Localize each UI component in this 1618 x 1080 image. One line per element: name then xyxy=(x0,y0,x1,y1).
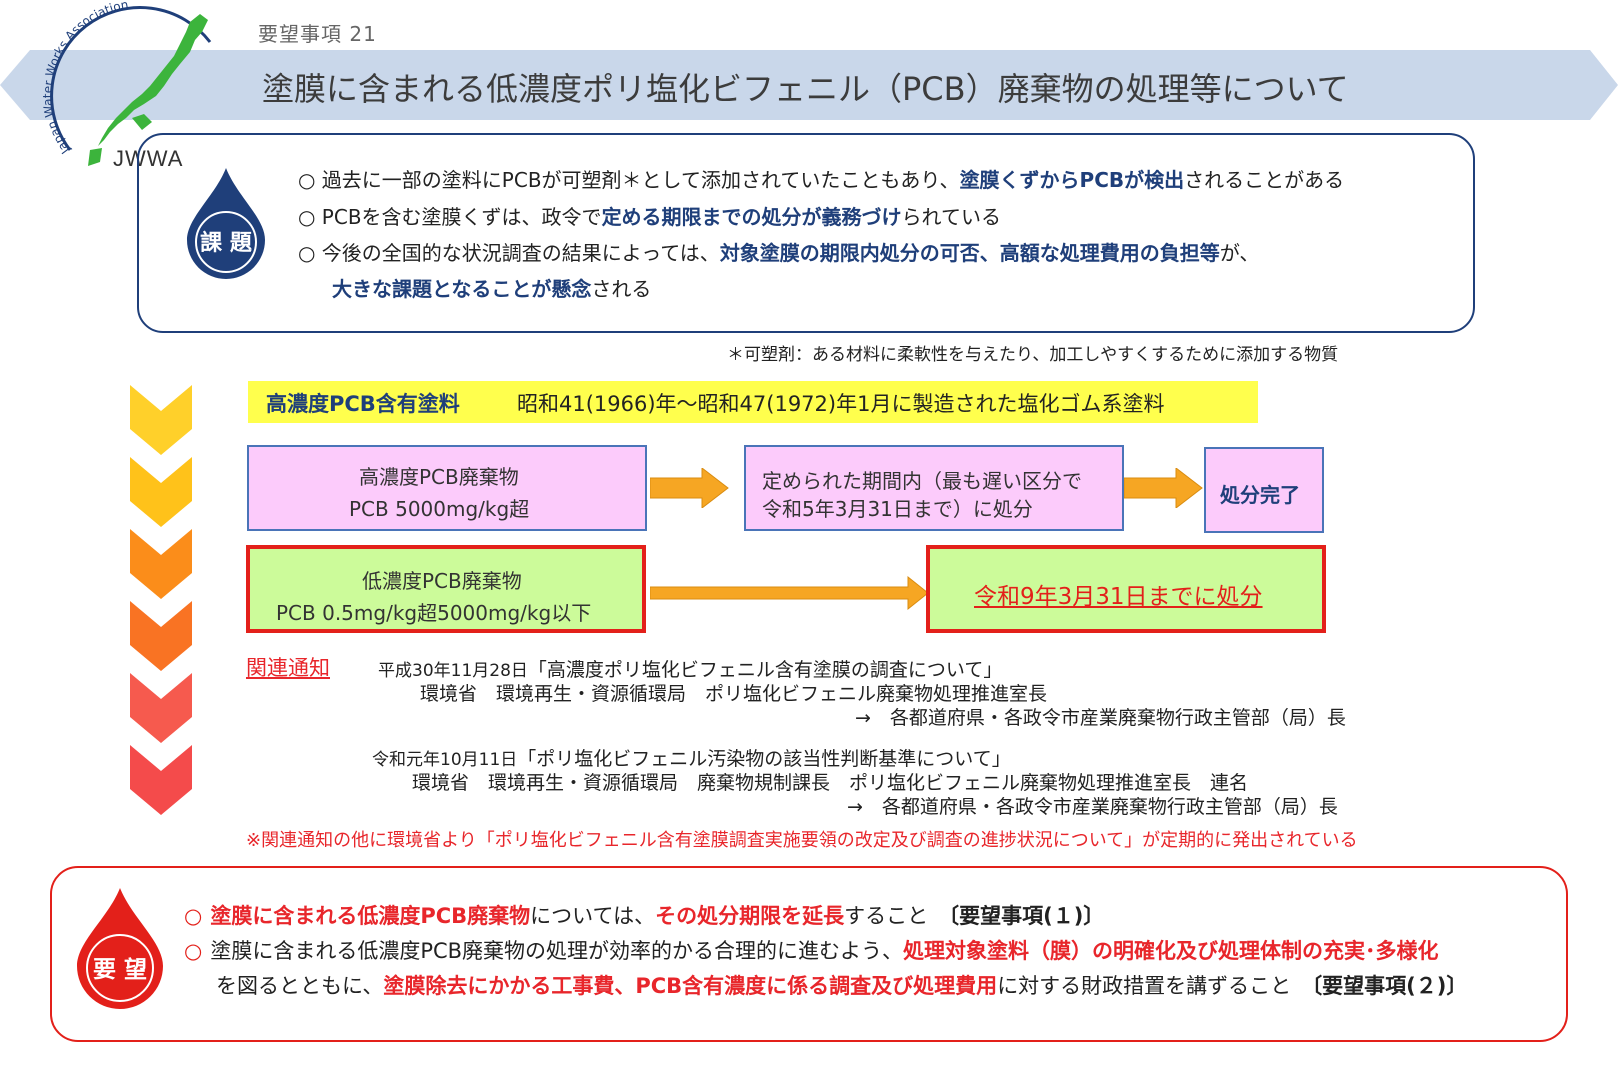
high-waste-box: 高濃度PCB廃棄物 PCB 5000mg/kg超 xyxy=(247,445,647,531)
issue-text: 今後の全国的な状況調査の結果によっては、 xyxy=(315,241,720,265)
done-box: 処分完了 xyxy=(1204,447,1324,533)
issue-text: られている xyxy=(901,205,1001,229)
arrow-right-icon xyxy=(1124,468,1203,508)
notice-2-date: 令和元年10月11日 xyxy=(372,750,518,770)
high-deadline-line2: 令和5年3月31日まで）に処分 xyxy=(762,497,1033,521)
notice-extra: ※関連通知の他に環境省より「ポリ塩化ビフェニル含有塗膜調査実施要領の改定及び調査… xyxy=(246,830,1358,851)
notice-1-title-line: 平成30年11月28日「高濃度ポリ塩化ビフェニル含有塗膜の調査について」 xyxy=(378,655,1002,682)
issue-text: が、 xyxy=(1219,241,1260,265)
notice-1-to: → 各都道府県・各政令市産業廃棄物行政主管部（局）長 xyxy=(855,707,1346,729)
issue-highlight: 対象塗膜の期限内処分の可否、高額な処理費用の負担等 xyxy=(719,241,1220,265)
issue-line-1: ○ 過去に一部の塗料にPCBが可塑剤＊として添加されていたこともあり、塗膜くずか… xyxy=(298,164,1344,193)
bullet: ○ xyxy=(298,241,316,265)
long-arrow-right-icon xyxy=(650,575,929,611)
low-waste-line1: 低濃度PCB廃棄物 xyxy=(362,569,522,593)
low-waste-line2: PCB 0.5mg/kg超5000mg/kg以下 xyxy=(276,601,592,625)
issue-highlight: 大きな課題となることが懸念 xyxy=(332,277,592,301)
jwwa-logo: Japan Water Works Association xyxy=(41,0,212,166)
high-deadline-line1: 定められた期間内（最も遅い区分で xyxy=(762,469,1082,493)
high-waste-line1: 高濃度PCB廃棄物 xyxy=(359,465,519,489)
low-deadline-box: 令和9年3月31日までに処分 xyxy=(926,545,1326,633)
issue-highlight: 定める期限までの処分が義務づけ xyxy=(601,205,902,229)
notice-2-from: 環境省 環境再生・資源循環局 廃棄物規制課長 ポリ塩化ビフェニル廃棄物処理推進室… xyxy=(412,772,1249,794)
request-tag: 〔要望事項(２)〕 xyxy=(1301,974,1468,998)
japan-map-icon xyxy=(98,14,208,146)
request-line-1: ○ 塗膜に含まれる低濃度PCB廃棄物については、その処分期限を延長すること〔要望事… xyxy=(184,900,1104,930)
bullet: ○ xyxy=(184,904,203,928)
title-banner xyxy=(0,50,1618,120)
issue-text: される xyxy=(591,277,652,301)
request-box xyxy=(50,866,1568,1042)
issue-line-3: ○ 今後の全国的な状況調査の結果によっては、対象塗膜の期限内処分の可否、高額な処… xyxy=(298,237,1259,266)
notice-2-title: 「ポリ塩化ビフェニル汚染物の該当性判断基準について」 xyxy=(517,748,1011,770)
request-highlight: 塗膜に含まれる低濃度PCB廃棄物 xyxy=(210,904,531,928)
notice-1-from: 環境省 環境再生・資源循環局 ポリ塩化ビフェニル廃棄物処理推進室長 xyxy=(420,683,1048,705)
high-waste-line2: PCB 5000mg/kg超 xyxy=(349,497,530,521)
bullet: ○ xyxy=(184,939,203,963)
issue-box xyxy=(137,133,1475,333)
request-badge-label: 要 望 xyxy=(93,957,147,983)
issue-text: PCBを含む塗膜くずは、政令で xyxy=(315,205,602,229)
arrow-right-icon xyxy=(650,468,729,508)
bullet: ○ xyxy=(298,205,316,229)
request-line-2: ○ 塗膜に含まれる低濃度PCB廃棄物の処理が効率的かる合理的に進むよう、処理対象塗… xyxy=(184,935,1439,965)
low-deadline-label: 令和9年3月31日までに処分 xyxy=(974,584,1263,610)
request-tag: 〔要望事項(１)〕 xyxy=(938,904,1105,928)
issue-line-4: 大きな課題となることが懸念される xyxy=(332,273,651,302)
high-paint-label: 高濃度PCB含有塗料 xyxy=(266,392,460,416)
high-paint-band xyxy=(248,381,1258,423)
notice-2-title-line: 令和元年10月11日「ポリ塩化ビフェニル汚染物の該当性判断基準について」 xyxy=(372,744,1011,771)
request-highlight: 処理対象塗料（膜）の明確化及び処理体制の充実･多様化 xyxy=(903,939,1439,963)
footnote: ＊可塑剤：ある材料に柔軟性を与えたり、加工しやすくするために添加する物質 xyxy=(727,345,1339,365)
request-line-3: を図るとともに、塗膜除去にかかる工事費、PCB含有濃度に係る調査及び処理費用に対… xyxy=(216,970,1467,1000)
svg-text:Japan Water Works Association: Japan Water Works Association xyxy=(41,0,130,157)
done-label: 処分完了 xyxy=(1220,483,1300,507)
issue-text: されることがある xyxy=(1184,168,1345,192)
notice-1-title: 「高濃度ポリ塩化ビフェニル含有塗膜の調査について」 xyxy=(527,659,1003,681)
request-highlight: その処分期限を延長 xyxy=(655,904,845,928)
down-chevrons-icon xyxy=(130,385,192,815)
notice-label: 関連通知 xyxy=(246,656,330,680)
page-title: 塗膜に含まれる低濃度ポリ塩化ビフェニル（PCB）廃棄物の処理等について xyxy=(262,70,1349,108)
request-drop-icon: 要 望 xyxy=(77,888,163,1009)
high-deadline-box: 定められた期間内（最も遅い区分で 令和5年3月31日まで）に処分 xyxy=(744,445,1124,531)
notice-1-date: 平成30年11月28日 xyxy=(378,661,528,681)
issue-drop-icon: 課 題 xyxy=(187,168,265,279)
request-number: 要望事項 21 xyxy=(258,22,377,46)
issue-highlight: 塗膜くずからPCBが検出 xyxy=(959,168,1185,192)
bullet: ○ xyxy=(298,168,316,192)
issue-line-2: ○ PCBを含む塗膜くずは、政令で定める期限までの処分が義務づけられている xyxy=(298,201,1001,230)
issue-badge-label: 課 題 xyxy=(200,230,253,256)
request-text: すること xyxy=(844,904,929,928)
notice-2-to: → 各都道府県・各政令市産業廃棄物行政主管部（局）長 xyxy=(847,796,1338,818)
request-text: に対する財政措置を講ずること xyxy=(997,974,1292,998)
low-waste-box: 低濃度PCB廃棄物 PCB 0.5mg/kg超5000mg/kg以下 xyxy=(246,545,646,633)
high-paint-text: 昭和41(1966)年～昭和47(1972)年1月に製造された塩化ゴム系塗料 xyxy=(517,392,1165,416)
request-highlight: 塗膜除去にかかる工事費、PCB含有濃度に係る調査及び処理費用 xyxy=(383,974,998,998)
issue-text: 過去に一部の塗料にPCBが可塑剤＊として添加されていたこともあり、 xyxy=(315,168,960,192)
logo-arc-text: Japan Water Works Association xyxy=(41,0,130,157)
request-text: を図るとともに、 xyxy=(216,974,384,998)
request-text: については、 xyxy=(530,904,656,928)
request-text: 塗膜に含まれる低濃度PCB廃棄物の処理が効率的かる合理的に進むよう、 xyxy=(210,939,904,963)
